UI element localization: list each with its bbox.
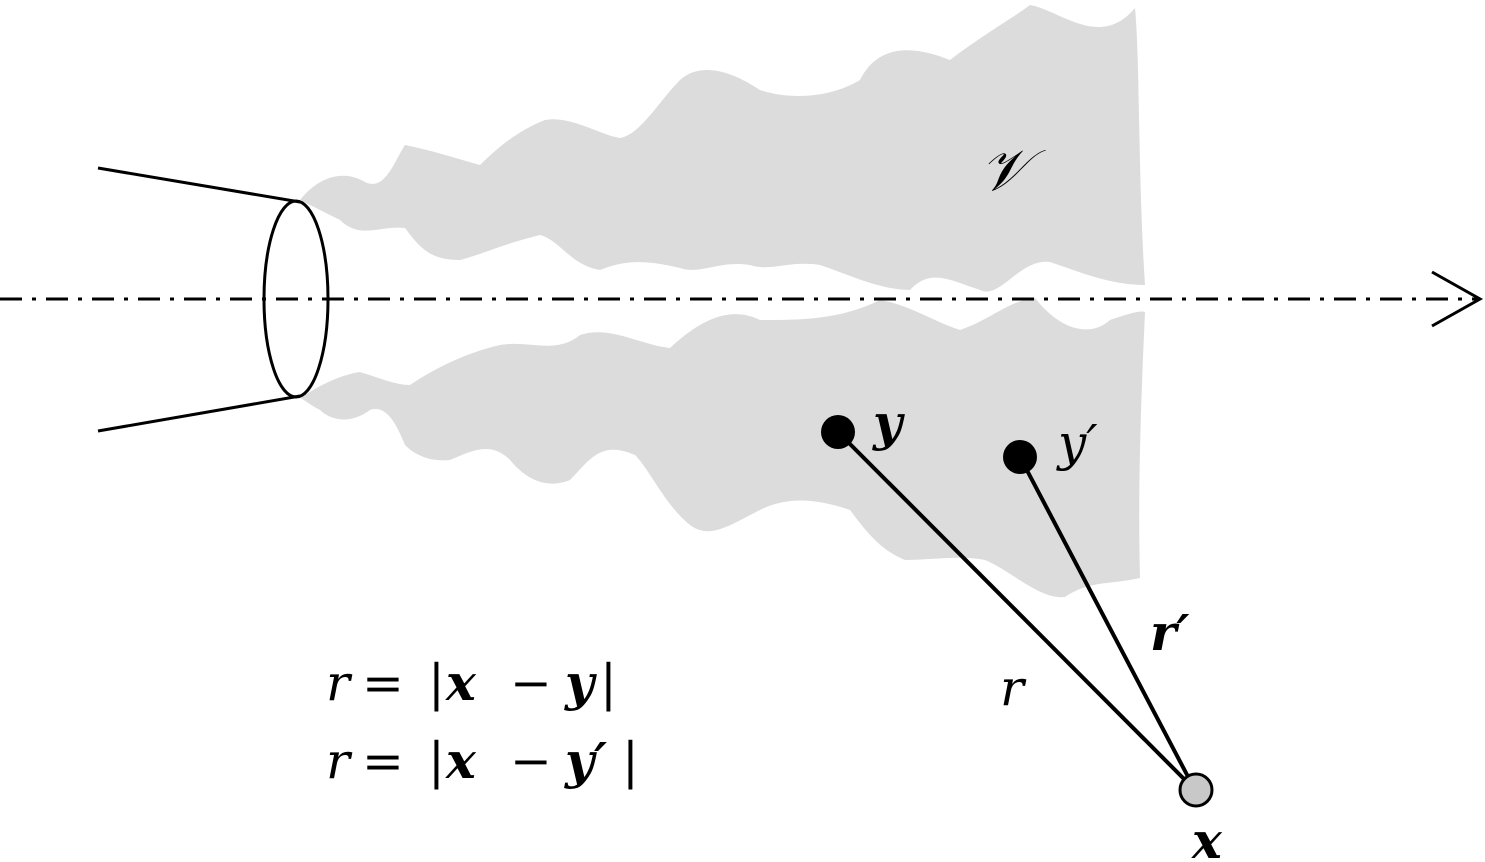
nozzle-icon (97, 166, 330, 433)
svg-text:|: | (428, 732, 445, 790)
svg-text:|: | (622, 732, 639, 790)
jet-volume-upper (300, 5, 1145, 292)
svg-text:|: | (428, 654, 445, 712)
svg-text:=: = (362, 732, 404, 790)
svg-text:=: = (362, 654, 404, 712)
ray-r (836, 430, 1197, 792)
label-x: x (1191, 811, 1223, 862)
svg-text:y: y (564, 653, 597, 712)
label-y: y (872, 393, 905, 452)
svg-text:−: − (510, 732, 552, 790)
svg-text:x: x (445, 731, 477, 790)
svg-text:x: x (445, 653, 477, 712)
jet-volume-lower (300, 298, 1145, 598)
label-y-prime: y′ (1056, 414, 1098, 472)
svg-text:|: | (600, 654, 617, 712)
svg-text:r: r (326, 654, 353, 712)
equation-1: r = | x − y | (326, 653, 617, 712)
equation-2: r = | x − y′ | (326, 731, 639, 790)
ray-r-prime (1018, 456, 1197, 791)
source-point-y-prime (1003, 440, 1037, 474)
observer-point-x (1178, 772, 1214, 808)
svg-text:−: − (510, 654, 552, 712)
label-r: r (1000, 659, 1027, 717)
svg-text:r: r (326, 732, 353, 790)
axis-arrowhead-icon (1431, 270, 1484, 328)
svg-text:y′: y′ (564, 731, 607, 790)
label-r-prime: r′ (1150, 603, 1190, 662)
source-point-y (821, 415, 855, 449)
